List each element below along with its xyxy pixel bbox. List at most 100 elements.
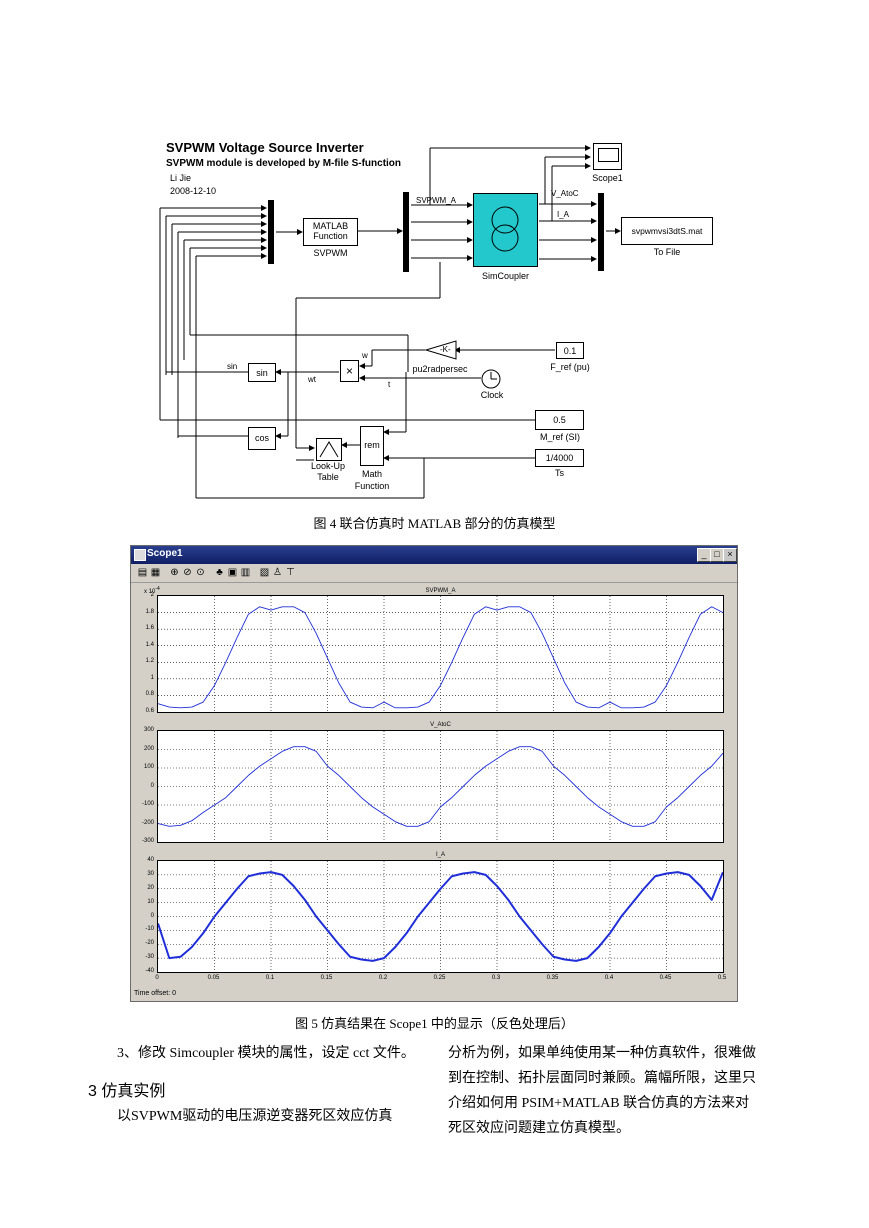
left-paragraph-1: 3、修改 Simcoupler 模块的属性，设定 cct 文件。 (117, 1046, 415, 1061)
zoom-y-icon[interactable]: ⊙ (196, 567, 205, 578)
clock-icon (481, 369, 501, 389)
right-line-4: 死区效应问题建立仿真模型。 (448, 1121, 630, 1136)
y-tick-label: -20 (145, 940, 154, 947)
y-tick-label: -40 (145, 968, 154, 974)
right-line-2: 到在控制、拓扑层面同时兼顾。篇幅所限，这里只 (448, 1071, 756, 1086)
math-label-1: Math (361, 469, 382, 479)
plot-i-a[interactable] (157, 860, 724, 973)
cos-block: cos (248, 427, 276, 450)
x-tick-label: 0.05 (207, 975, 220, 981)
y-tick-label: 1.6 (145, 625, 154, 632)
diagram-date: 2008-12-10 (170, 186, 217, 196)
y-tick-label: 200 (143, 745, 154, 752)
const-mref-block: 0.5 (535, 410, 584, 430)
lookup-triangle-icon (319, 441, 339, 458)
diagram-wires (159, 145, 621, 499)
gain-triangle-icon (425, 340, 457, 360)
plot-v-atoc-svg (157, 731, 724, 842)
x-tick-label: 0.1 (265, 975, 275, 981)
const-ts-block: 1/4000 (535, 449, 584, 467)
const-fref-label: F_ref (pu) (550, 362, 590, 372)
zoom-icon[interactable]: ⊕ (170, 567, 179, 578)
plot-svpwm-a-svg (157, 596, 724, 712)
tofile-label: To File (653, 247, 681, 257)
lookup-label-1: Look-Up (310, 461, 346, 471)
clock-label: Clock (480, 390, 504, 400)
plot-v-atoc-title: V_AtoC (430, 722, 451, 728)
figure4-caption: 图 4 联合仿真时 MATLAB 部分的仿真模型 (313, 516, 556, 531)
y-tick-label: -10 (145, 926, 154, 933)
print-icon[interactable]: ▤ (137, 567, 148, 578)
save-axes-icon[interactable]: ▣ (227, 567, 238, 578)
plot-v-atoc[interactable] (157, 730, 724, 843)
const-ts-label: Ts (555, 468, 564, 478)
x-tick-label: 0.3 (491, 975, 501, 981)
y-tick-label: 1.4 (145, 641, 154, 648)
right-line-3: 介绍如何用 PSIM+MATLAB 联合仿真的方法来对 (448, 1096, 750, 1111)
signal-w: w (362, 351, 368, 360)
lock-icon[interactable]: ⊤ (286, 567, 295, 578)
scope-screen-icon (598, 148, 619, 162)
signal-t: t (388, 380, 391, 389)
math-label-2: Function (354, 481, 390, 491)
scope-title: Scope1 (147, 548, 183, 559)
gain-label: pu2radpersec (412, 364, 468, 374)
signal-selection-icon[interactable]: ♙ (273, 567, 282, 578)
restore-axes-icon[interactable]: ▥ (240, 567, 251, 578)
sin-signal: sin (227, 362, 238, 371)
gain-value: -K- (440, 345, 451, 354)
y-tick-label: 1.8 (145, 608, 154, 615)
y-tick-label: 10 (147, 898, 154, 905)
y-tick-label: 1.2 (145, 658, 154, 665)
y-tick-label: 0.8 (145, 691, 154, 698)
y-tick-label: 30 (147, 870, 154, 877)
scope-titlebar[interactable]: Scope1 _ □ × (131, 546, 737, 564)
x-tick-label: 0 (155, 975, 159, 981)
minimize-icon[interactable]: _ (697, 548, 711, 562)
matlab-function-line1: MATLAB (312, 221, 349, 231)
x-tick-label: 0.45 (659, 975, 672, 981)
right-line-1: 分析为例，如果单纯使用某一种仿真软件，很难做 (448, 1046, 756, 1061)
scope1-label: Scope1 (592, 173, 623, 183)
plot-i-a-title: I_A (435, 852, 445, 858)
plot-svpwm-a[interactable] (157, 595, 724, 713)
left-paragraph-2: 以SVPWM驱动的电压源逆变器死区效应仿真 (117, 1109, 393, 1124)
autoscale-icon[interactable]: ♣ (216, 567, 223, 578)
y-tick-label: 0.6 (145, 708, 154, 714)
scope1-block (593, 143, 622, 170)
maximize-icon[interactable]: □ (710, 548, 724, 562)
lookup-label-2: Table (317, 472, 339, 482)
floating-scope-icon[interactable]: ▧ (259, 567, 270, 578)
matlab-function-block: MATLAB Function (303, 218, 358, 246)
y-tick-label: -100 (141, 801, 154, 807)
const-fref-block: 0.1 (556, 342, 584, 359)
mux-block-left (268, 200, 274, 264)
diagram-subtitle: SVPWM module is developed by M-file S-fu… (166, 158, 402, 169)
y-tick-label: 2 (150, 592, 154, 598)
plot-svpwm-a-title: SVPWM_A (425, 588, 456, 594)
scope-toolbar: ▤ ▦ ⊕ ⊘ ⊙ ♣ ▣ ▥ ▧ ♙ ⊤ (131, 564, 737, 583)
y-tick-label: 40 (147, 857, 154, 863)
series-line-v-atoc (157, 746, 724, 827)
y-tick-label: 300 (143, 727, 154, 733)
signal-i-a: I_A (557, 210, 570, 219)
diagram-title: SVPWM Voltage Source Inverter (166, 140, 364, 155)
y-tick-label: -300 (141, 838, 154, 844)
y-tick-label: 1 (150, 674, 154, 681)
tofile-block: svpwmvsi3dtS.mat (621, 217, 713, 245)
y-tick-label: -200 (141, 819, 154, 826)
x-tick-label: 0.15 (320, 975, 333, 981)
x-tick-label: 0.25 (433, 975, 446, 981)
svpwm-label: SVPWM (313, 248, 348, 258)
sin-block: sin (248, 363, 276, 382)
close-icon[interactable]: × (723, 548, 737, 562)
section-heading: 3 仿真实例 (88, 1083, 166, 1100)
plot-i-a-svg (157, 861, 724, 972)
x-tick-label: 0.35 (546, 975, 559, 981)
params-icon[interactable]: ▦ (150, 567, 161, 578)
signal-svpwm-a: SVPWM_A (416, 196, 457, 205)
series-line-svpwm-a (157, 606, 724, 709)
x-tick-label: 0.5 (717, 975, 727, 981)
zoom-x-icon[interactable]: ⊘ (183, 567, 192, 578)
scope-window-icon (134, 549, 146, 561)
